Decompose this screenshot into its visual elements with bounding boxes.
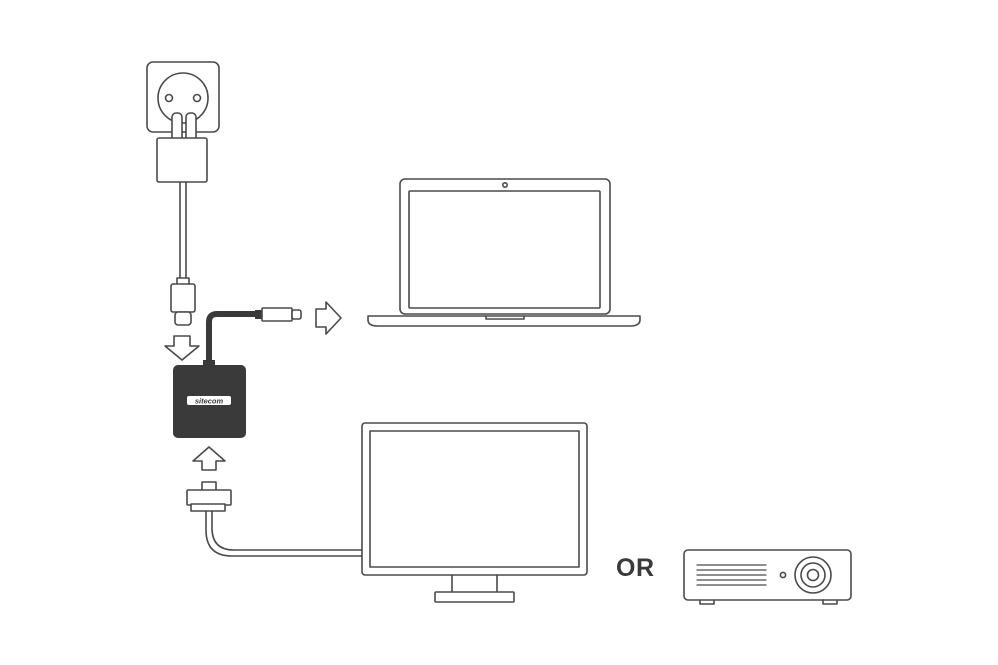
monitor-icon xyxy=(361,422,588,603)
arrow-right-icon xyxy=(315,301,342,335)
usb-c-hub-icon: sitecom xyxy=(173,360,246,438)
arrow-down-icon xyxy=(164,335,200,361)
wall-socket-icon xyxy=(146,61,220,133)
hub-logo: sitecom xyxy=(195,397,224,406)
laptop-icon xyxy=(367,178,641,327)
usb-c-cable xyxy=(206,307,302,363)
projector-icon xyxy=(683,549,852,605)
hdmi-cable xyxy=(186,481,363,557)
or-label: OR xyxy=(616,554,655,582)
power-adapter-icon xyxy=(156,112,208,326)
arrow-up-icon xyxy=(192,446,226,471)
